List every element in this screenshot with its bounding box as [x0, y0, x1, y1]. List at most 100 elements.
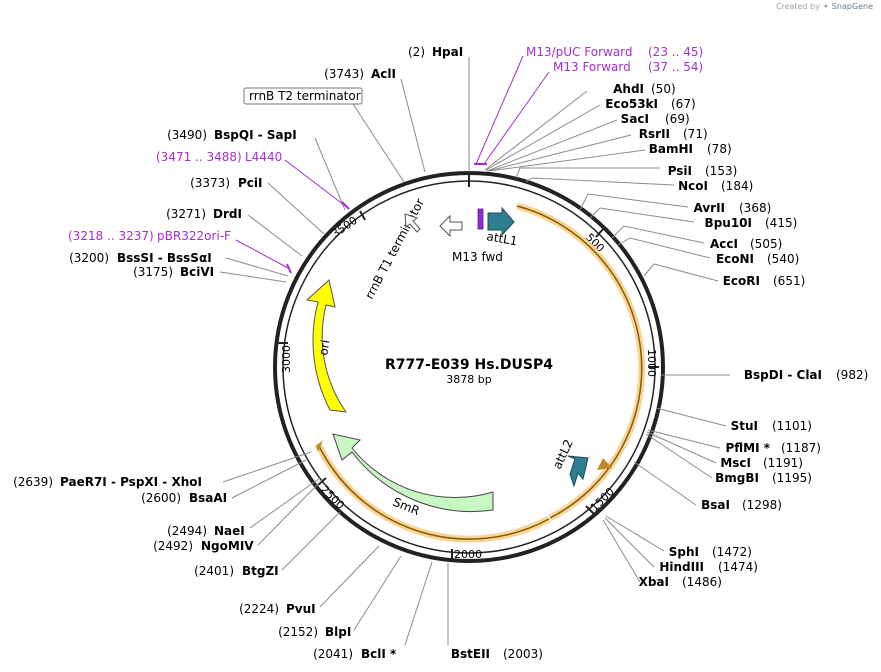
smr-arc-arrowhead — [316, 440, 323, 452]
rrnb-t2-leader — [352, 103, 405, 183]
enzyme-label: PaeR7I - PspXI - XhoI — [60, 475, 202, 489]
right-enzyme-labels: AhdI (50) Eco53kI (67) SacI (69) RsrII (… — [447, 82, 868, 661]
enzyme-position: (69) — [665, 112, 690, 126]
ori-label: ori — [316, 339, 332, 357]
credit-prefix: Created by — [775, 2, 820, 11]
position-ticks — [278, 173, 659, 560]
leader — [645, 433, 713, 479]
enzyme-position: (415) — [765, 216, 797, 230]
enzyme-position: (2) — [408, 45, 425, 59]
enzyme-label: PvuI — [286, 602, 316, 616]
enzyme-position: (1472) — [712, 545, 752, 559]
leader — [617, 237, 711, 259]
enzyme-position: (3200) — [69, 251, 109, 265]
enzyme-label: AvrII — [693, 201, 725, 215]
leader — [247, 214, 303, 257]
rrnb-t1-label: rrnB T1 terminator — [362, 196, 427, 301]
enzyme-label: NgoMIV — [201, 539, 254, 553]
plasmid-size: 3878 bp — [446, 373, 491, 386]
leader — [486, 119, 618, 172]
rrnb-t2-arrow — [404, 213, 421, 233]
leader — [219, 271, 287, 283]
enzyme-label: BssSI - BssSαI — [117, 251, 212, 265]
leader — [485, 104, 601, 171]
leader — [249, 477, 321, 529]
smr-arc — [314, 440, 551, 543]
enzyme-label: AclI — [371, 67, 396, 81]
enzyme-label: SphI — [669, 545, 699, 559]
primer-mark — [286, 263, 292, 274]
enzyme-label: BamHI — [649, 142, 693, 156]
enzyme-position: (1195) — [772, 471, 812, 485]
left-leaders — [219, 57, 470, 646]
attl2-arrow — [567, 455, 589, 488]
enzyme-position: (2041) — [313, 647, 353, 661]
enzyme-label: BsaI — [701, 498, 730, 512]
primer-name: M13 Forward — [553, 60, 631, 74]
enzyme-label: PciI — [238, 176, 263, 190]
enzyme-label: Eco53kI — [605, 97, 658, 111]
smr-arc-line — [317, 443, 550, 540]
primer-mark — [341, 201, 350, 210]
leader — [225, 257, 289, 277]
enzyme-position: (78) — [707, 142, 732, 156]
primer-name: pBR322ori-F — [157, 229, 231, 243]
enzyme-position: (153) — [705, 164, 737, 178]
enzyme-position: (2600) — [141, 491, 181, 505]
enzyme-position: (1486) — [682, 575, 722, 589]
snapgene-credit: Created by ✦ SnapGene — [776, 2, 873, 11]
leader — [404, 561, 433, 646]
enzyme-position: (1187) — [781, 441, 821, 455]
enzyme-label: HindIII — [659, 560, 704, 574]
enzyme-position: (2003) — [503, 647, 543, 661]
leader — [231, 459, 307, 499]
leader — [602, 519, 641, 583]
right-leaders — [447, 90, 730, 645]
enzyme-position: (1298) — [742, 498, 782, 512]
enzyme-position: (505) — [750, 237, 782, 251]
enzyme-label: BclI * — [361, 647, 397, 661]
leader — [633, 461, 697, 506]
enzyme-label: Bpu10I — [705, 216, 752, 230]
rrnb-t2-label: rrnB T2 terminator — [249, 89, 361, 103]
enzyme-position: (2639) — [13, 475, 53, 489]
enzyme-position: (368) — [739, 201, 771, 215]
enzyme-label: RsrII — [639, 127, 670, 141]
tick-mark-1500 — [585, 505, 595, 515]
leader — [525, 177, 675, 186]
enzyme-label: DrdI — [213, 207, 242, 221]
primer-leader — [483, 71, 550, 165]
enzyme-label: AhdI — [613, 82, 644, 96]
attl1-label: attL1 — [485, 229, 518, 248]
enzyme-label: BstEII — [451, 647, 490, 661]
enzyme-label: BsaAI — [189, 491, 227, 505]
enzyme-label: PsiI — [668, 164, 692, 178]
plasmid-name: R777-E039 Hs.DUSP4 — [385, 357, 553, 373]
enzyme-label: StuI — [731, 419, 758, 433]
enzyme-label: SacI — [621, 112, 649, 126]
attl2-label: attL2 — [550, 437, 576, 471]
leader — [314, 137, 346, 211]
m13-fwd-label: M13 fwd — [452, 250, 503, 264]
primer-range: (3218 .. 3237) — [68, 229, 154, 243]
enzyme-position: (2494) — [167, 524, 207, 538]
enzyme-position: (1474) — [718, 560, 758, 574]
enzyme-label: BmgBI — [715, 471, 759, 485]
rrnb-t1-arrow — [439, 214, 463, 238]
enzyme-label: AccI — [710, 237, 738, 251]
enzyme-label: HpaI — [432, 45, 463, 59]
enzyme-position: (71) — [683, 127, 708, 141]
primer-leader — [475, 55, 524, 165]
enzyme-position: (1191) — [763, 456, 803, 470]
insert-arc-line — [516, 205, 643, 519]
enzyme-position: (184) — [721, 179, 753, 193]
leader — [647, 429, 721, 449]
enzyme-label: NcoI — [678, 179, 708, 193]
enzyme-position: (2224) — [239, 602, 279, 616]
leader — [643, 263, 719, 282]
leader — [400, 78, 426, 173]
leader — [484, 90, 588, 171]
enzyme-label: MscI — [720, 456, 751, 470]
top-primers: M13/pUC Forward (23 .. 45) M13 Forward (… — [474, 45, 703, 165]
enzyme-position: (3373) — [190, 176, 230, 190]
